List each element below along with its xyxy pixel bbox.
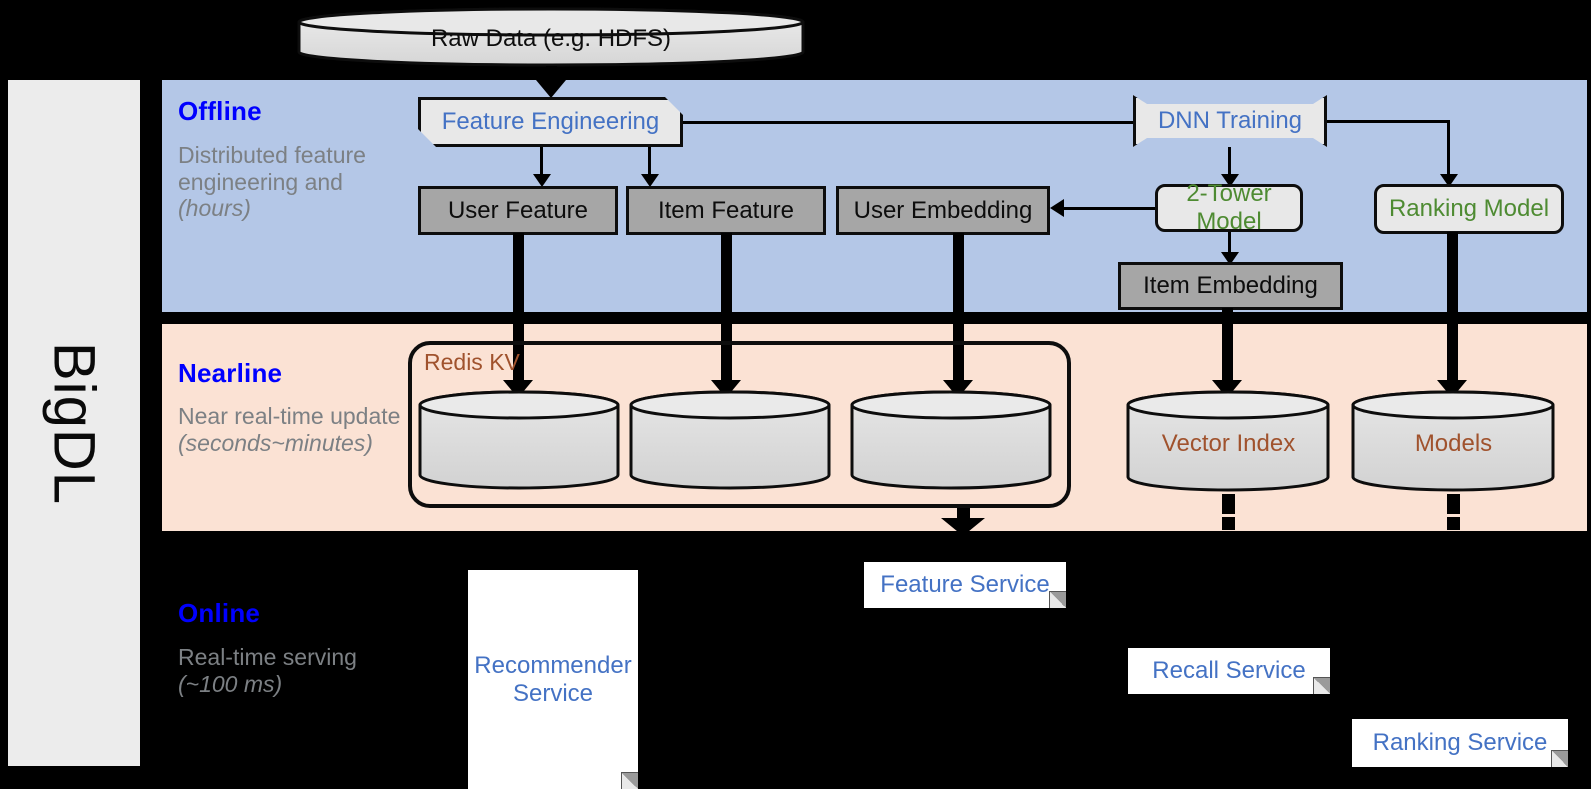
item-feature-label: Item Feature bbox=[657, 196, 795, 224]
dnn-training-label: DNN Training bbox=[1157, 107, 1303, 134]
bigdl-label: BigDL bbox=[41, 341, 107, 505]
online-subtitle: Real-time serving (~100 ms) bbox=[178, 644, 408, 697]
page-fold-icon bbox=[1551, 750, 1568, 767]
arrowhead-2tower-itemembedding bbox=[1221, 252, 1239, 265]
conn-dnn-2tower bbox=[1228, 147, 1231, 180]
arrowhead-redis-featureservice bbox=[941, 518, 985, 536]
feature-engineering-label: Feature Engineering bbox=[441, 108, 660, 135]
recall-service-label: Recall Service bbox=[1152, 657, 1306, 684]
arrowhead-dnn-ranking bbox=[1440, 174, 1458, 187]
online-subtitle-text: Real-time serving bbox=[178, 644, 357, 670]
raw-data-cylinder: Raw Data (e.g. HDFS) bbox=[296, 6, 806, 68]
page-fold-icon bbox=[621, 772, 638, 789]
ranking-service-card[interactable]: Ranking Service bbox=[1352, 719, 1568, 767]
nearline-title: Nearline bbox=[178, 358, 283, 388]
offline-subtitle: Distributed feature engineering and (hou… bbox=[178, 142, 393, 222]
ranking-service-label: Ranking Service bbox=[1372, 729, 1548, 756]
arrowhead-fe-userfeature bbox=[533, 174, 551, 187]
item-embedding-node[interactable]: Item Embedding bbox=[1118, 262, 1343, 310]
redis-kv-container bbox=[408, 341, 1071, 508]
nearline-subtitle-text: Near real-time update bbox=[178, 403, 401, 429]
recall-service-card[interactable]: Recall Service bbox=[1128, 648, 1330, 694]
ranking-model-node[interactable]: Ranking Model bbox=[1374, 184, 1564, 234]
conn-dnn-ranking-h bbox=[1327, 120, 1450, 123]
arrowhead-fe-itemfeature bbox=[641, 174, 659, 187]
conn-2tower-itemembedding bbox=[1228, 232, 1231, 260]
arrowhead-2tower-userembedding bbox=[1050, 199, 1064, 217]
conn-fe-dnn bbox=[683, 121, 1153, 124]
arrowhead-dnn-2tower bbox=[1221, 174, 1239, 187]
bigdl-rail: BigDL bbox=[4, 76, 144, 770]
feature-engineering-node[interactable]: Feature Engineering bbox=[418, 97, 683, 147]
kv-store-3-cylinder bbox=[849, 389, 1054, 491]
ranking-model-label: Ranking Model bbox=[1388, 195, 1550, 222]
nearline-subtitle: Near real-time update (seconds~minutes) bbox=[178, 403, 418, 456]
conn-fe-itemfeature bbox=[648, 147, 651, 180]
models-cylinder[interactable]: Models bbox=[1350, 389, 1557, 493]
feature-service-label: Feature Service bbox=[880, 571, 1050, 598]
two-tower-model-label: 2-Tower Model bbox=[1186, 180, 1272, 235]
conn-rawdata-fe bbox=[546, 66, 557, 84]
stub-vectorindex-b bbox=[1222, 517, 1235, 530]
kv-store-1-cylinder bbox=[417, 389, 622, 491]
pipe-rankingmodel-models bbox=[1447, 232, 1458, 386]
user-feature-node[interactable]: User Feature bbox=[418, 186, 618, 235]
online-title: Online bbox=[178, 598, 261, 628]
online-subtitle-em: (~100 ms) bbox=[178, 670, 283, 697]
offline-subtitle-text: Distributed feature engineering and bbox=[178, 142, 366, 195]
nearline-subtitle-em: (seconds~minutes) bbox=[178, 429, 373, 456]
recommender-service-card[interactable]: Recommender Service bbox=[468, 570, 638, 789]
vector-index-cylinder[interactable]: Vector Index bbox=[1125, 389, 1332, 493]
item-embedding-label: Item Embedding bbox=[1143, 272, 1318, 299]
page-fold-icon bbox=[1313, 677, 1330, 694]
offline-title: Offline bbox=[178, 96, 262, 126]
item-feature-node[interactable]: Item Feature bbox=[626, 186, 826, 235]
stub-redis-featureservice bbox=[957, 508, 970, 521]
kv-store-2-cylinder bbox=[628, 389, 833, 491]
user-embedding-label: User Embedding bbox=[853, 196, 1033, 224]
pipe-userfeature-kv bbox=[513, 233, 524, 385]
conn-2tower-userembedding bbox=[1064, 207, 1156, 210]
stub-vectorindex-a bbox=[1222, 494, 1235, 514]
redis-kv-label: Redis KV bbox=[424, 349, 520, 375]
stub-models-a bbox=[1447, 494, 1460, 514]
arrowhead-rawdata-fe bbox=[536, 80, 566, 98]
conn-dnn-ranking-v bbox=[1447, 120, 1450, 180]
two-tower-model-node[interactable]: 2-Tower Model bbox=[1155, 180, 1303, 235]
recommender-service-label: Recommender Service bbox=[474, 651, 632, 707]
conn-fe-userfeature bbox=[540, 147, 543, 180]
stub-models-b bbox=[1447, 517, 1460, 530]
pipe-userembedding-kv bbox=[953, 233, 964, 385]
page-fold-icon bbox=[1049, 591, 1066, 608]
offline-subtitle-em: (hours) bbox=[178, 195, 251, 222]
user-feature-label: User Feature bbox=[447, 196, 589, 224]
feature-service-card[interactable]: Feature Service bbox=[864, 562, 1066, 608]
pipe-itemembedding-vectorindex bbox=[1222, 308, 1233, 386]
user-embedding-node[interactable]: User Embedding bbox=[836, 186, 1050, 235]
pipe-itemfeature-kv bbox=[721, 233, 732, 385]
